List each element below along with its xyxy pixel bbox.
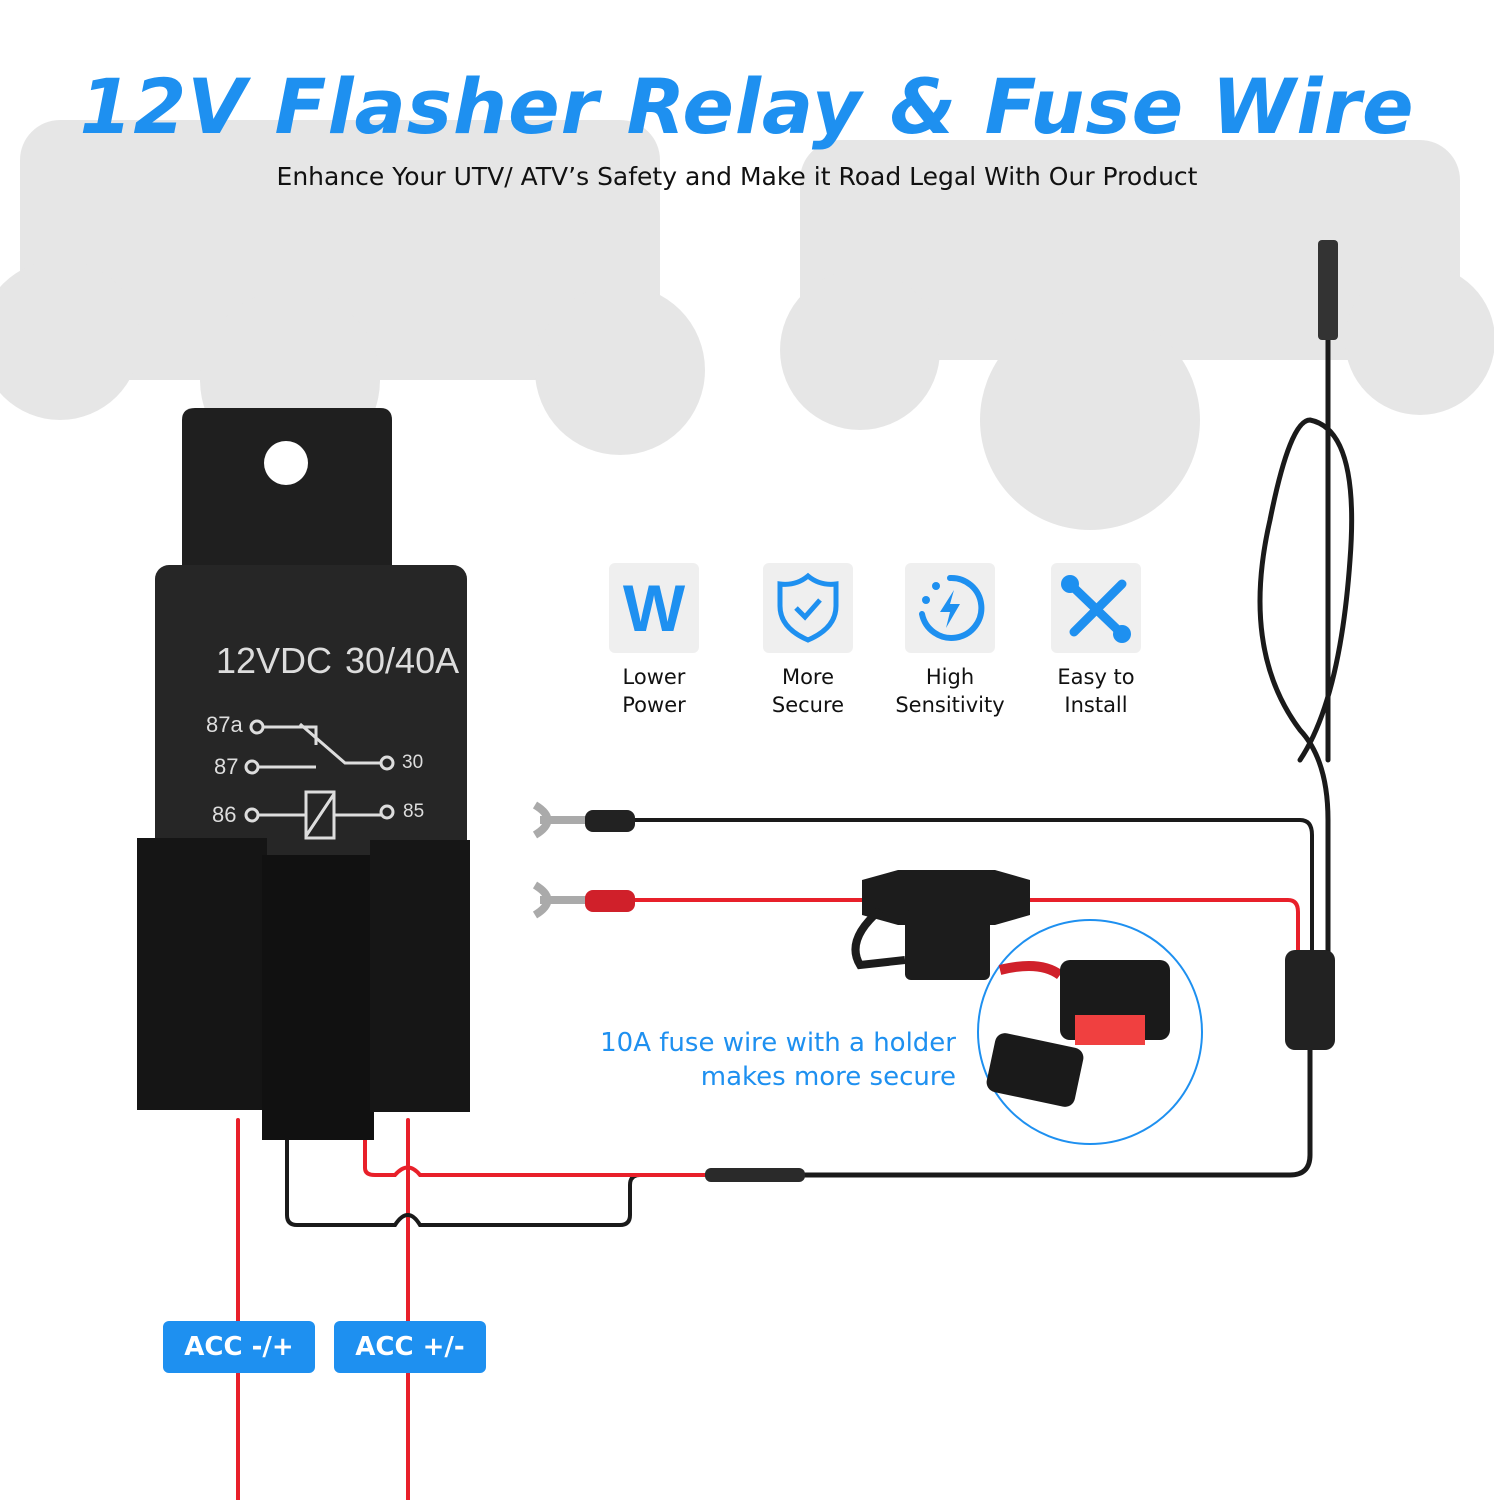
heat-shrink — [705, 1168, 805, 1182]
red-lead — [628, 898, 1300, 962]
feature-label-line2: Power — [622, 693, 686, 717]
watt-icon: W — [622, 571, 686, 645]
feature-label-line2: Sensitivity — [895, 693, 1005, 717]
main-cable — [717, 1037, 1313, 1178]
relay-body — [137, 408, 470, 1140]
fuse-closeup — [977, 919, 1203, 1145]
feature-label-line1: Easy to — [1057, 665, 1135, 689]
dc-cable — [1257, 327, 1355, 963]
feature-label-line1: More — [781, 665, 835, 689]
pin-87a-label: 87a — [206, 712, 243, 737]
fuse-note-line2: makes more secure — [700, 1062, 956, 1092]
feature-label-line1: Lower — [622, 665, 686, 689]
pin-30-label: 30 — [402, 752, 424, 773]
fuse-holder — [851, 870, 1030, 980]
feature-easy-install: Easy to Install — [1026, 563, 1166, 719]
feature-label-line2: Secure — [771, 693, 845, 717]
tools-icon — [1061, 575, 1131, 643]
cable-splitter — [1285, 950, 1335, 1050]
relay-current-label: 30/40A — [345, 640, 460, 681]
pin-87-label: 87 — [214, 754, 239, 779]
page-subtitle: Enhance Your UTV/ ATV’s Safety and Make … — [276, 162, 1198, 191]
pin-85-label: 85 — [403, 801, 425, 822]
relay-voltage-label: 12VDC — [216, 640, 333, 681]
red-wire-mid — [363, 1128, 722, 1177]
black-wire-loop — [285, 1128, 722, 1227]
black-lead — [628, 818, 1314, 962]
feature-label-line1: High — [925, 665, 975, 689]
dc-plug — [1318, 240, 1338, 340]
acc-tag-right: ACC +/- — [334, 1321, 486, 1373]
page-title: 12V Flasher Relay & Fuse Wire — [79, 62, 1415, 151]
feature-label-line2: Install — [1064, 693, 1128, 717]
acc-tag-left: ACC -/+ — [163, 1321, 315, 1373]
fuse-note: 10A fuse wire with a holder makes more se… — [560, 1026, 956, 1094]
lightning-icon — [919, 574, 985, 641]
spade-terminal-black — [532, 801, 635, 839]
spade-terminal-red — [532, 881, 635, 919]
pin-86-label: 86 — [212, 802, 237, 827]
fuse-note-line1: 10A fuse wire with a holder — [600, 1028, 956, 1058]
shield-check-icon — [777, 572, 839, 643]
